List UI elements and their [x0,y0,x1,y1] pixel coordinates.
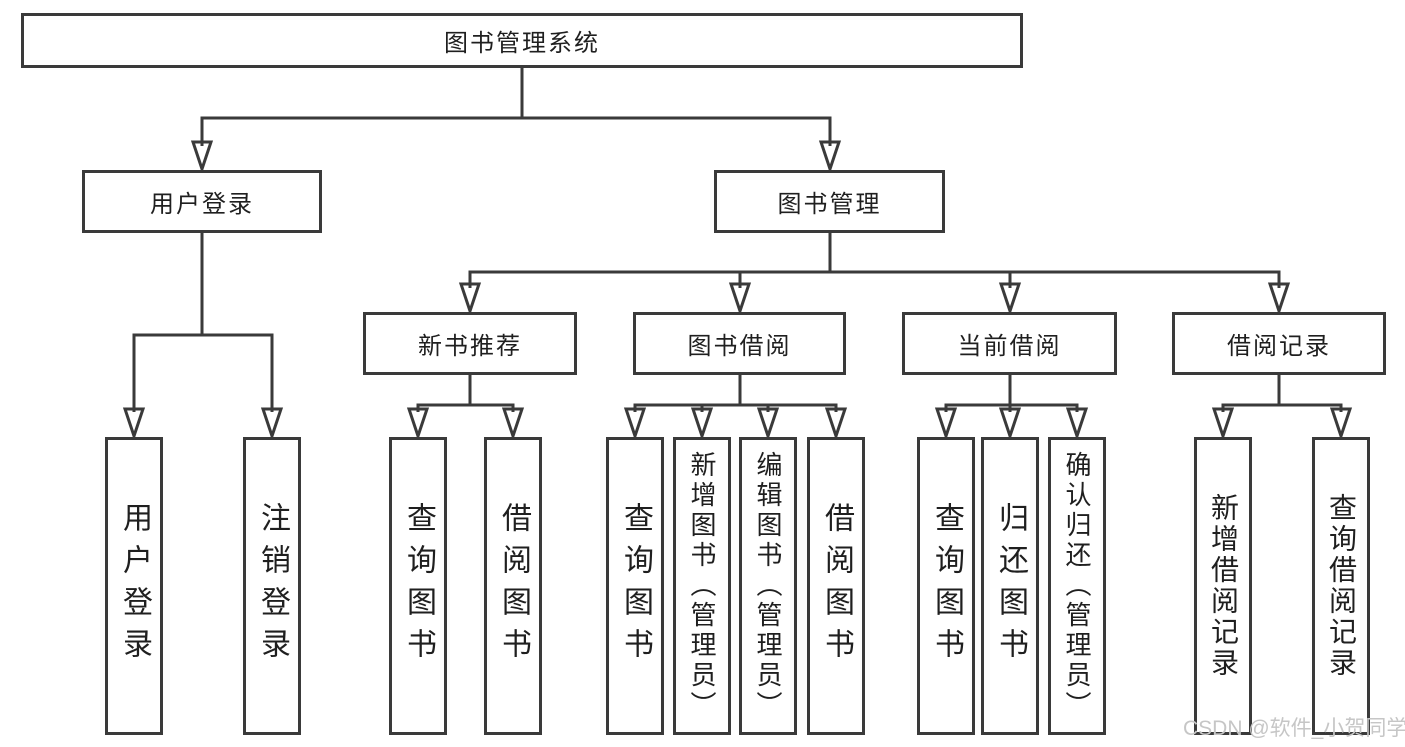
node-borrowing-records: 借阅记录 [1172,312,1386,375]
leaf-borrow-books-recommend: 借阅图书 [484,437,542,735]
leaf-query-books-recommend: 查询图书 [389,437,447,735]
leaf-query-books-current: 查询图书 [917,437,975,735]
leaf-return-books-label: 归还图书 [994,502,1027,670]
node-current-borrowing: 当前借阅 [902,312,1117,375]
leaf-add-books-admin-label: 新增图书（管理员） [687,451,717,721]
watermark: CSDN @软件_小贺同学 [1183,717,1405,740]
node-new-book-recommendation: 新书推荐 [363,312,577,375]
leaf-logout: 注销登录 [243,437,301,735]
leaf-add-borrow-record: 新增借阅记录 [1194,437,1252,735]
leaf-return-books: 归还图书 [981,437,1039,735]
leaf-logout-label: 注销登录 [256,502,289,670]
leaf-confirm-return-admin-label: 确认归还（管理员） [1062,451,1092,721]
leaf-borrow-books-borrowing-label: 借阅图书 [820,502,853,670]
leaf-edit-books-admin: 编辑图书（管理员） [739,437,797,735]
leaf-query-books-borrowing-label: 查询图书 [619,502,652,670]
leaf-user-login: 用户登录 [105,437,163,735]
node-book-borrowing: 图书借阅 [633,312,846,375]
node-user-login: 用户登录 [82,170,322,233]
leaf-confirm-return-admin: 确认归还（管理员） [1048,437,1106,735]
leaf-edit-books-admin-label: 编辑图书（管理员） [753,451,783,721]
leaf-query-borrow-record-label: 查询借阅记录 [1326,493,1357,679]
node-book-management: 图书管理 [714,170,945,233]
leaf-borrow-books-recommend-label: 借阅图书 [497,502,530,670]
leaf-add-borrow-record-label: 新增借阅记录 [1208,493,1239,679]
leaf-query-books-borrowing: 查询图书 [606,437,664,735]
leaf-query-books-current-label: 查询图书 [930,502,963,670]
leaf-borrow-books-borrowing: 借阅图书 [807,437,865,735]
leaf-user-login-label: 用户登录 [118,502,151,670]
node-library-management-system: 图书管理系统 [21,13,1023,68]
leaf-add-books-admin: 新增图书（管理员） [673,437,731,735]
leaf-query-books-recommend-label: 查询图书 [402,502,435,670]
leaf-query-borrow-record: 查询借阅记录 [1312,437,1370,735]
